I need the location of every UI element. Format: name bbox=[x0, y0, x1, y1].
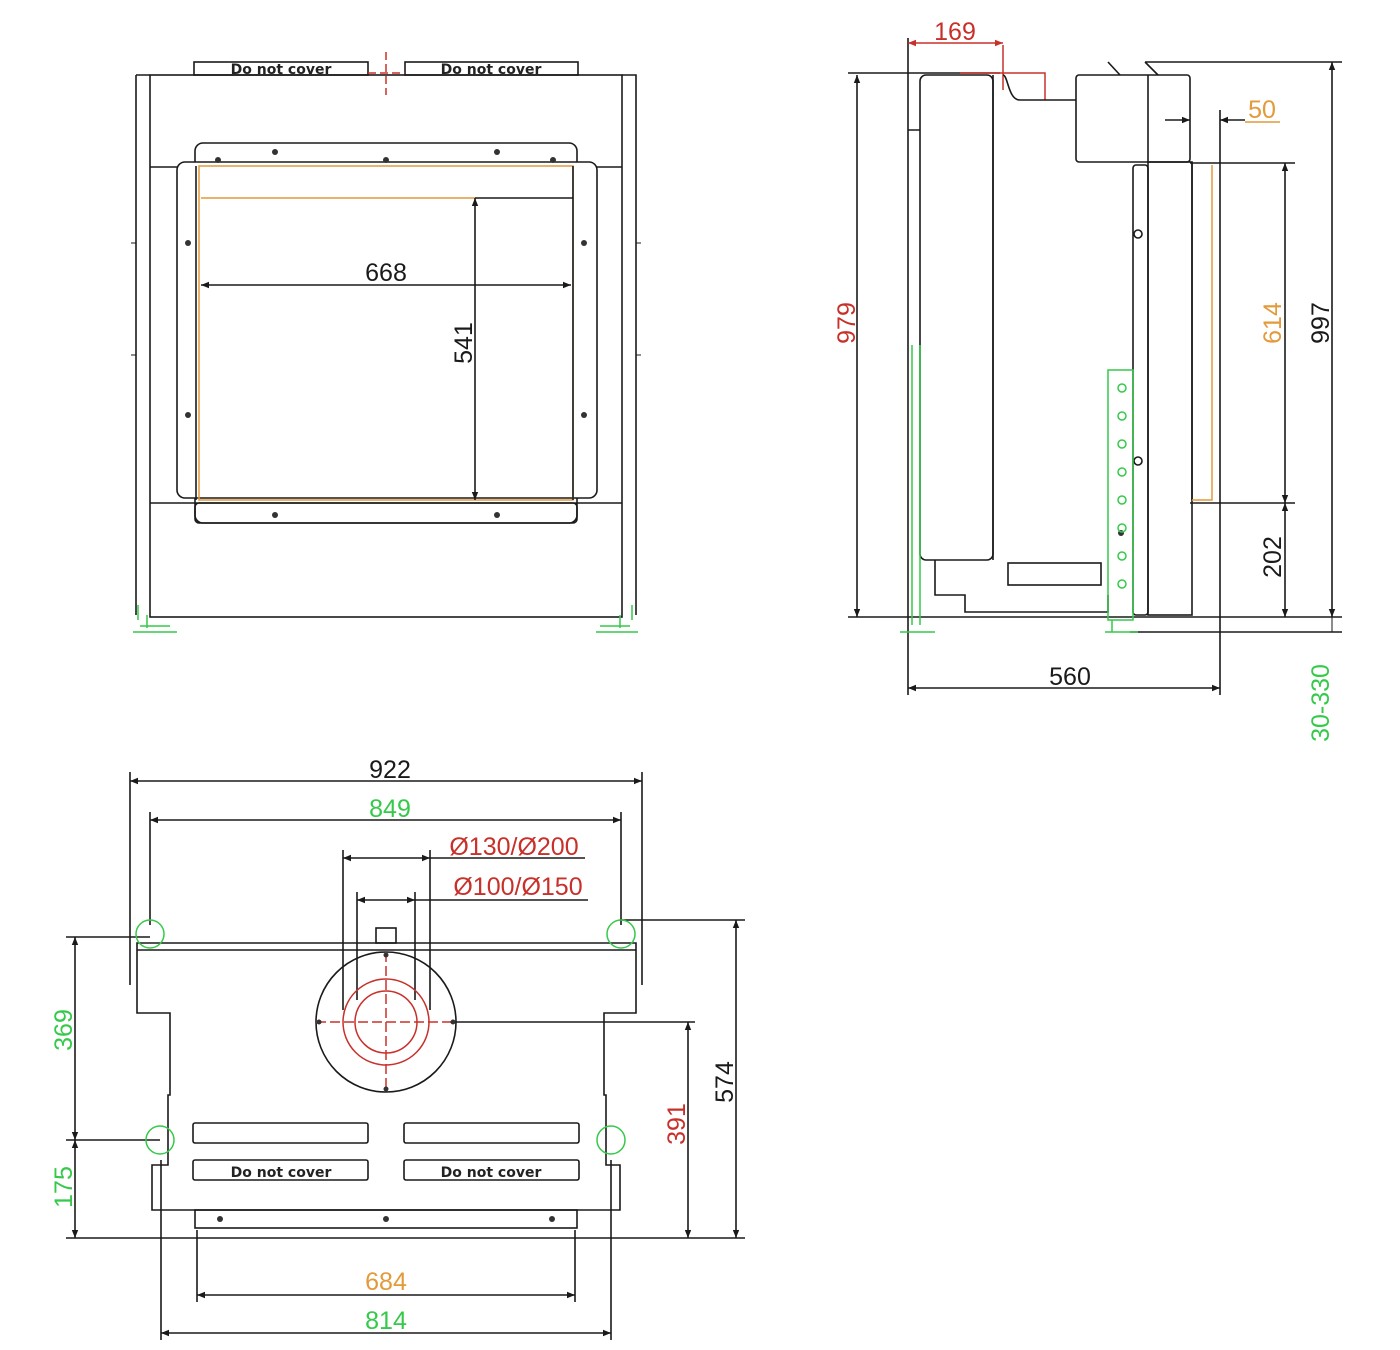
adjustable-rail bbox=[1107, 369, 1134, 621]
dim-flue-small: Ø100/Ø150 bbox=[453, 873, 582, 901]
side-glass bbox=[1192, 165, 1213, 501]
do-not-cover-label: Do not cover bbox=[441, 1165, 542, 1181]
dim-glass-height: 614 bbox=[1259, 302, 1287, 344]
dim-height-979: 979 bbox=[833, 302, 861, 344]
dim-total-depth: 574 bbox=[711, 1061, 739, 1103]
top-box bbox=[1075, 74, 1191, 163]
do-not-cover-label: Do not cover bbox=[231, 62, 332, 78]
front-body-outline bbox=[149, 74, 623, 618]
dim-flue-offset: 169 bbox=[934, 18, 976, 46]
foot-right bbox=[596, 605, 638, 633]
side-body bbox=[919, 74, 994, 561]
leg-marker bbox=[135, 919, 165, 949]
dim-leg-width: 849 bbox=[369, 795, 411, 823]
dim-total-height: 997 bbox=[1307, 302, 1335, 344]
side-feet bbox=[900, 345, 1138, 633]
dim-front-width-814: 814 bbox=[365, 1307, 407, 1335]
front-side-posts bbox=[135, 74, 637, 615]
dim-flue-center: 391 bbox=[663, 1103, 691, 1145]
plan-view: 922 849 Ø130/Ø200 Ø100/Ø150 Do not cover… bbox=[50, 756, 745, 1340]
do-not-cover-label: Do not cover bbox=[441, 62, 542, 78]
flue-centerline bbox=[368, 52, 405, 95]
dim-outer-width: 922 bbox=[369, 756, 411, 784]
dim-leg-range: 30-330 bbox=[1307, 664, 1335, 742]
leg-marker bbox=[606, 919, 636, 949]
dim-base-height: 202 bbox=[1259, 536, 1287, 578]
plan-body-outline bbox=[136, 942, 637, 1211]
leg-marker bbox=[596, 1125, 626, 1155]
dim-flue-large: Ø130/Ø200 bbox=[449, 833, 578, 861]
do-not-cover-label: Do not cover bbox=[231, 1165, 332, 1181]
dim-front-width: 668 bbox=[365, 259, 407, 287]
front-view: Do not cover Do not cover 668 541 bbox=[131, 52, 641, 633]
dim-front-height: 541 bbox=[450, 322, 478, 364]
foot-left bbox=[133, 605, 177, 633]
do-not-cover-tab-left bbox=[193, 61, 369, 76]
dim-glass-width: 684 bbox=[365, 1268, 407, 1296]
flue-outlet bbox=[960, 45, 1046, 100]
side-door bbox=[1147, 161, 1193, 616]
side-view: 169 50 979 614 997 202 560 30-330 bbox=[833, 18, 1342, 742]
dim-depth: 560 bbox=[1049, 663, 1091, 691]
dim-door-offset: 50 bbox=[1248, 96, 1276, 124]
do-not-cover-tab-right bbox=[404, 61, 579, 76]
dim-rear-depth: 369 bbox=[50, 1009, 78, 1051]
dim-front-depth: 175 bbox=[50, 1166, 78, 1208]
leg-marker bbox=[145, 1125, 175, 1155]
